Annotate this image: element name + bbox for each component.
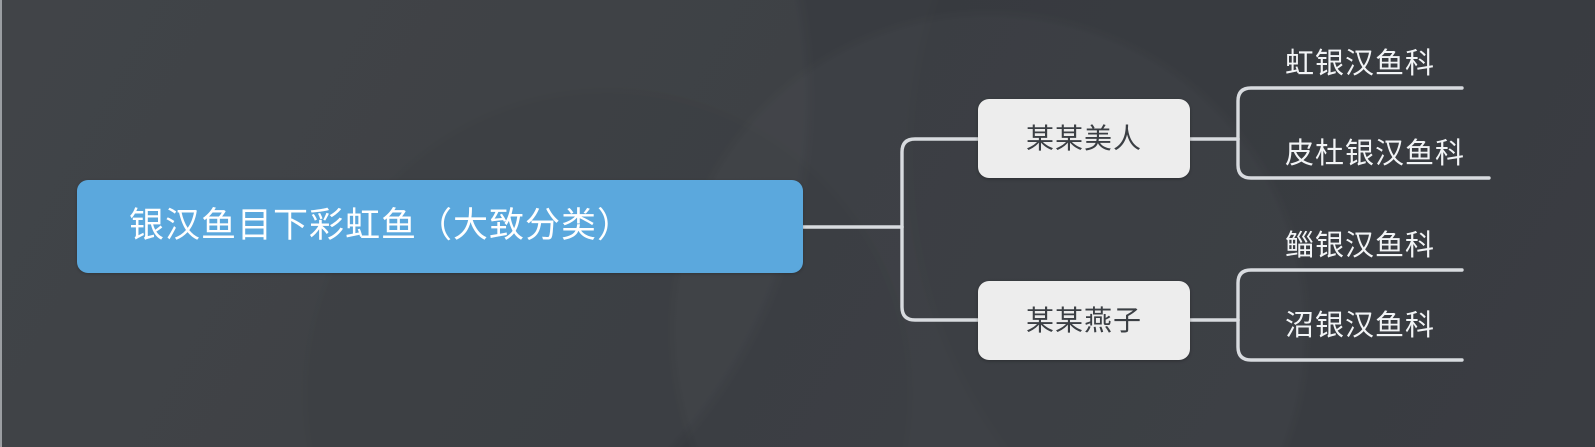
connector-root-to-branch-2 — [900, 225, 980, 322]
branch-node-2[interactable]: 某某燕子 — [978, 281, 1190, 360]
leaf-node-2[interactable]: 皮杜银汉鱼科 — [1285, 130, 1465, 176]
leaf-node-4[interactable]: 沼银汉鱼科 — [1285, 302, 1435, 348]
leaf-node-1[interactable]: 虹银汉鱼科 — [1285, 40, 1435, 86]
connector-root-to-branch-1 — [900, 137, 980, 229]
leaf-node-3[interactable]: 鲻银汉鱼科 — [1285, 222, 1435, 268]
leaf-node-1-label: 虹银汉鱼科 — [1285, 45, 1436, 80]
root-node-label: 银汉鱼目下彩虹鱼（大致分类） — [129, 206, 634, 246]
branch-node-1[interactable]: 某某美人 — [978, 99, 1190, 178]
branch-node-2-label: 某某燕子 — [1025, 303, 1142, 337]
root-node[interactable]: 银汉鱼目下彩虹鱼（大致分类） — [77, 180, 803, 273]
leaf-node-2-label: 皮杜银汉鱼科 — [1285, 135, 1466, 170]
leaf-node-4-label: 沼银汉鱼科 — [1285, 307, 1436, 342]
leaf-node-3-label: 鲻银汉鱼科 — [1285, 227, 1436, 262]
branch-node-1-label: 某某美人 — [1025, 121, 1142, 155]
